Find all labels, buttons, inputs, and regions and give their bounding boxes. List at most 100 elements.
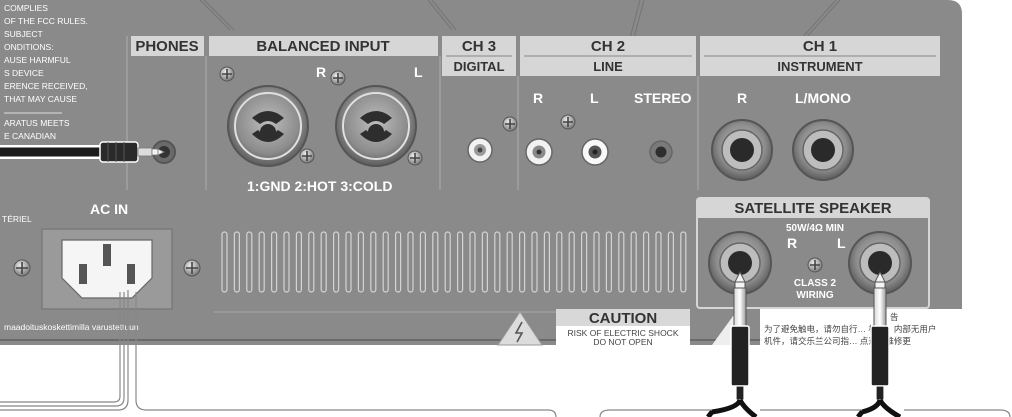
finnish-notice: maadoituskoskettimilla varustettuun bbox=[4, 322, 139, 332]
vent-slot bbox=[494, 231, 501, 293]
vent-slot bbox=[667, 231, 675, 293]
svg-text:为了避免触电，请勿自行… 机壳，内部无用户: 为了避免触电，请勿自行… 机壳，内部无用户 bbox=[764, 324, 936, 334]
fcc-notice: COMPLIES OF THE FCC RULES. SUBJECT ONDIT… bbox=[4, 3, 88, 141]
vent-slot bbox=[618, 231, 625, 293]
callout-lines-top bbox=[199, 0, 841, 41]
ac-inlet[interactable] bbox=[41, 228, 173, 310]
header-ch2: CH 2 LINE bbox=[520, 36, 696, 76]
header-ch3: CH 3 DIGITAL bbox=[442, 36, 516, 76]
vent-slot bbox=[320, 231, 327, 293]
warning-label-fold bbox=[712, 312, 736, 345]
ch1-r-jack[interactable] bbox=[711, 119, 773, 181]
svg-text:LINE: LINE bbox=[593, 59, 623, 74]
svg-text:ONDITIONS:: ONDITIONS: bbox=[4, 42, 54, 52]
svg-text:告: 告 bbox=[890, 312, 899, 322]
svg-text:E CANADIAN: E CANADIAN bbox=[4, 131, 56, 141]
vent-slot bbox=[283, 231, 290, 293]
class2-line1: CLASS 2 bbox=[794, 278, 837, 289]
ch2-l-jack[interactable] bbox=[581, 138, 609, 166]
vent-slot bbox=[543, 231, 551, 293]
svg-text:机件，请交乐兰公司指… 点进行维修更: 机件，请交乐兰公司指… 点进行维修更 bbox=[764, 336, 911, 346]
vent-slot bbox=[642, 231, 650, 293]
vent-slot bbox=[357, 231, 364, 293]
svg-text:RISK OF ELECTRIC SHOCK: RISK OF ELECTRIC SHOCK bbox=[568, 328, 679, 338]
ch3-digital-jack[interactable] bbox=[467, 137, 493, 163]
vent-slot bbox=[345, 231, 352, 293]
header-phones: PHONES bbox=[131, 36, 204, 56]
speaker-plug-right bbox=[706, 270, 758, 417]
ch1-lmono-label: L/MONO bbox=[795, 90, 851, 106]
header-ch1: CH 1 INSTRUMENT bbox=[700, 36, 940, 76]
vent-slot bbox=[221, 231, 228, 293]
svg-text:DO NOT OPEN: DO NOT OPEN bbox=[593, 337, 652, 347]
satellite-r-jack[interactable] bbox=[708, 231, 772, 295]
vent-slot bbox=[233, 231, 240, 293]
ch2-r-label: R bbox=[533, 90, 543, 106]
satellite-l-label: L bbox=[837, 235, 846, 251]
vent-slot bbox=[333, 231, 340, 293]
ch2-stereo-jack[interactable] bbox=[649, 140, 673, 164]
chinese-warning-label: 告 为了避免触电，请勿自行… 机壳，内部无用户 机件，请交乐兰公司指… 点进行维… bbox=[760, 309, 962, 346]
vent-slot bbox=[568, 231, 575, 293]
xlr-combo-jack-left[interactable] bbox=[335, 85, 417, 167]
vent-slot bbox=[419, 231, 426, 293]
satellite-speaker-section: SATELLITE SPEAKER 50W/4Ω MIN R L CLASS 2… bbox=[696, 197, 930, 309]
vent-slot bbox=[407, 231, 414, 293]
vent-slot bbox=[531, 231, 538, 293]
svg-text:CH 3: CH 3 bbox=[462, 38, 496, 55]
materiel-text: TÉRIEL bbox=[2, 214, 32, 224]
satellite-r-label: R bbox=[787, 235, 797, 251]
vent-slot bbox=[605, 231, 613, 293]
balanced-l-label: L bbox=[414, 64, 423, 80]
vent-slot bbox=[395, 231, 402, 293]
vent-slot bbox=[518, 231, 526, 293]
ch1-lmono-jack[interactable] bbox=[792, 119, 854, 181]
svg-text:OF THE FCC RULES.: OF THE FCC RULES. bbox=[4, 16, 88, 26]
vent-slot bbox=[457, 231, 464, 293]
svg-text:AUSE HARMFUL: AUSE HARMFUL bbox=[4, 55, 71, 65]
screw-icon bbox=[219, 66, 423, 166]
vent-slot bbox=[370, 231, 377, 293]
vent-slot bbox=[308, 231, 315, 293]
vent-slot bbox=[630, 231, 637, 293]
svg-text:S DEVICE: S DEVICE bbox=[4, 68, 44, 78]
svg-text:SATELLITE SPEAKER: SATELLITE SPEAKER bbox=[734, 200, 891, 217]
vent-slot bbox=[258, 231, 265, 293]
ac-in-label: AC IN bbox=[90, 201, 128, 217]
shock-warning-icon bbox=[497, 311, 543, 346]
screw-icon bbox=[502, 114, 576, 132]
ch2-stereo-label: STEREO bbox=[634, 90, 692, 106]
vent-slot bbox=[481, 231, 488, 293]
svg-text:CH 1: CH 1 bbox=[803, 38, 837, 55]
ch2-l-label: L bbox=[590, 90, 599, 106]
svg-text:DIGITAL: DIGITAL bbox=[453, 59, 504, 74]
svg-text:ARATUS MEETS: ARATUS MEETS bbox=[4, 118, 70, 128]
vent-slot bbox=[580, 231, 588, 293]
class2-line2: WIRING bbox=[796, 290, 833, 301]
svg-text:BALANCED INPUT: BALANCED INPUT bbox=[256, 38, 389, 55]
vent-slot bbox=[469, 231, 476, 293]
header-balanced-input: BALANCED INPUT bbox=[209, 36, 438, 56]
xlr-combo-jack-right[interactable] bbox=[227, 85, 309, 167]
ch2-r-jack[interactable] bbox=[525, 138, 553, 166]
caution-label: CAUTION RISK OF ELECTRIC SHOCK DO NOT OP… bbox=[556, 309, 690, 347]
vent-slot bbox=[556, 231, 563, 293]
vent-slot bbox=[295, 231, 302, 293]
screw-icon bbox=[13, 259, 201, 277]
svg-text:SUBJECT: SUBJECT bbox=[4, 29, 43, 39]
ch1-r-label: R bbox=[737, 90, 747, 106]
svg-text:THAT MAY CAUSE: THAT MAY CAUSE bbox=[4, 94, 77, 104]
vent-slot bbox=[271, 231, 278, 293]
headphone-plug bbox=[0, 141, 165, 163]
screw-icon bbox=[807, 257, 823, 273]
vent-slots bbox=[221, 231, 687, 293]
vent-slot bbox=[680, 231, 687, 293]
pinout-label: 1:GND 2:HOT 3:COLD bbox=[247, 178, 392, 194]
speaker-plug-left bbox=[856, 270, 902, 417]
svg-text:ERENCE RECEIVED,: ERENCE RECEIVED, bbox=[4, 81, 88, 91]
callout-lines-bottom bbox=[0, 290, 1011, 417]
vent-slot bbox=[444, 231, 451, 293]
balanced-r-label: R bbox=[316, 64, 326, 80]
satellite-rating: 50W/4Ω MIN bbox=[786, 223, 844, 234]
